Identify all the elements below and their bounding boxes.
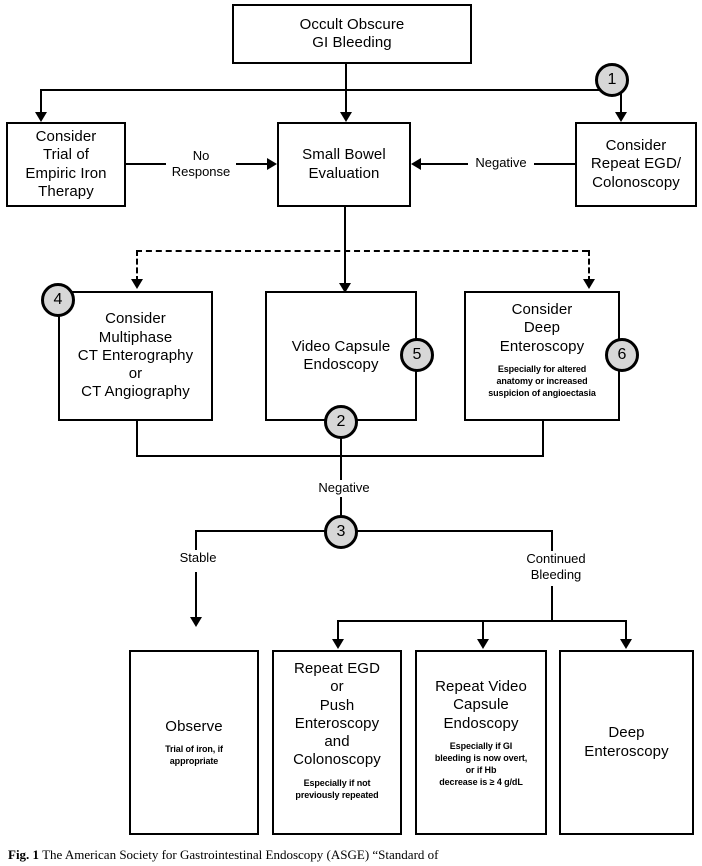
edge-label-stable: Stable bbox=[165, 550, 231, 566]
connector-deep-ent-down bbox=[542, 421, 544, 456]
callout-1: 1 bbox=[595, 63, 629, 97]
node-title: Consider Trial of Empiric Iron Therapy bbox=[25, 127, 107, 200]
arrowhead-to-observe bbox=[190, 617, 202, 627]
callout-label: 1 bbox=[607, 71, 617, 88]
node-consider-deep-enteroscopy: Consider Deep Enteroscopy Especially for… bbox=[464, 291, 620, 421]
connector-ct-down bbox=[136, 421, 138, 456]
connector-split-bus bbox=[195, 530, 553, 532]
node-title: Repeat EGD or Push Enteroscopy and Colon… bbox=[293, 660, 381, 769]
node-repeat-egd-colonoscopy: Consider Repeat EGD/ Colonoscopy bbox=[575, 122, 697, 207]
node-video-capsule-endoscopy: Video Capsule Endoscopy bbox=[265, 291, 417, 421]
node-subtitle: Especially if not previously repeated bbox=[295, 777, 379, 800]
node-title: Observe bbox=[165, 717, 223, 735]
edge-label-continued-bleeding: Continued Bleeding bbox=[508, 551, 604, 583]
node-ct-enterography-angiography: Consider Multiphase CT Enterography or C… bbox=[58, 291, 213, 421]
node-title: Deep Enteroscopy bbox=[584, 724, 669, 760]
figure-caption: Fig. 1 The American Society for Gastroin… bbox=[8, 846, 698, 866]
node-observe: Observe Trial of iron, if appropriate bbox=[129, 650, 259, 835]
arrowhead-iron-to-small-bowel bbox=[267, 158, 277, 170]
node-subtitle: Trial of iron, if appropriate bbox=[165, 744, 223, 767]
connector-dashed-to-ct bbox=[136, 250, 138, 282]
figure-label: Fig. 1 bbox=[8, 847, 40, 862]
callout-2: 2 bbox=[324, 405, 358, 439]
node-subtitle: Especially if GI bleeding is now overt, … bbox=[434, 740, 528, 788]
connector-continued-leg bbox=[551, 530, 553, 556]
edge-label-negative-right: Negative bbox=[468, 155, 534, 171]
connector-to-deep-ent-2 bbox=[625, 620, 627, 642]
edge-label-negative-mid: Negative bbox=[308, 480, 380, 496]
connector-to-repeat-egd bbox=[620, 89, 622, 114]
arrowhead-dashed-to-ct bbox=[131, 279, 143, 289]
node-subtitle: Especially for altered anatomy or increa… bbox=[488, 363, 596, 399]
node-empiric-iron-therapy: Consider Trial of Empiric Iron Therapy bbox=[6, 122, 126, 207]
connector-to-small-bowel bbox=[345, 89, 347, 114]
arrowhead-to-repeat-vce bbox=[477, 639, 489, 649]
arrowhead-dashed-to-deep-ent bbox=[583, 279, 595, 289]
connector-merge-stem bbox=[340, 455, 342, 485]
node-title: Consider Multiphase CT Enterography or C… bbox=[77, 310, 194, 401]
connector-small-bowel-stem bbox=[344, 207, 346, 289]
node-title: Consider Deep Enteroscopy bbox=[499, 301, 585, 355]
connector-to-repeat-egd-push bbox=[337, 620, 339, 642]
node-title: Occult Obscure GI Bleeding bbox=[299, 15, 405, 51]
arrowhead-to-repeat-egd bbox=[615, 112, 627, 122]
connector-start-stem bbox=[345, 64, 347, 90]
callout-label: 4 bbox=[53, 291, 63, 308]
connector-stable-leg-2 bbox=[195, 572, 197, 622]
arrowhead-to-small-bowel bbox=[340, 112, 352, 122]
connector-dashed-to-deep-ent bbox=[588, 250, 590, 282]
arrowhead-to-iron bbox=[35, 112, 47, 122]
connector-continued-leg-2 bbox=[551, 586, 553, 622]
node-repeat-video-capsule-endoscopy: Repeat Video Capsule Endoscopy Especiall… bbox=[415, 650, 547, 835]
node-deep-enteroscopy: Deep Enteroscopy bbox=[559, 650, 694, 835]
connector-negative-stem bbox=[340, 497, 342, 521]
edge-label-no-response: No Response bbox=[166, 148, 236, 180]
connector-to-iron bbox=[40, 89, 42, 114]
callout-6: 6 bbox=[605, 338, 639, 372]
figure-caption-text: The American Society for Gastrointestina… bbox=[42, 847, 439, 862]
node-occult-obscure-gi-bleeding: Occult Obscure GI Bleeding bbox=[232, 4, 472, 64]
node-title: Consider Repeat EGD/ Colonoscopy bbox=[590, 137, 682, 191]
connector-dashed-bus bbox=[136, 250, 588, 252]
node-small-bowel-evaluation: Small Bowel Evaluation bbox=[277, 122, 411, 207]
connector-stable-leg bbox=[195, 530, 197, 556]
connector-tier1-bus bbox=[40, 89, 622, 91]
callout-3: 3 bbox=[324, 515, 358, 549]
arrowhead-to-vce bbox=[339, 283, 351, 293]
callout-5: 5 bbox=[400, 338, 434, 372]
arrowhead-to-deep-ent-2 bbox=[620, 639, 632, 649]
node-title: Video Capsule Endoscopy bbox=[291, 337, 391, 373]
node-title: Repeat Video Capsule Endoscopy bbox=[435, 678, 527, 732]
node-title: Small Bowel Evaluation bbox=[302, 146, 386, 182]
arrowhead-repeat-egd-to-small-bowel bbox=[411, 158, 421, 170]
callout-4: 4 bbox=[41, 283, 75, 317]
node-repeat-egd-or-push-enteroscopy: Repeat EGD or Push Enteroscopy and Colon… bbox=[272, 650, 402, 835]
callout-label: 6 bbox=[617, 346, 627, 363]
callout-label: 5 bbox=[412, 346, 422, 363]
connector-to-repeat-vce bbox=[482, 620, 484, 642]
callout-label: 3 bbox=[336, 523, 346, 540]
callout-label: 2 bbox=[336, 413, 346, 430]
arrowhead-to-repeat-egd-push bbox=[332, 639, 344, 649]
